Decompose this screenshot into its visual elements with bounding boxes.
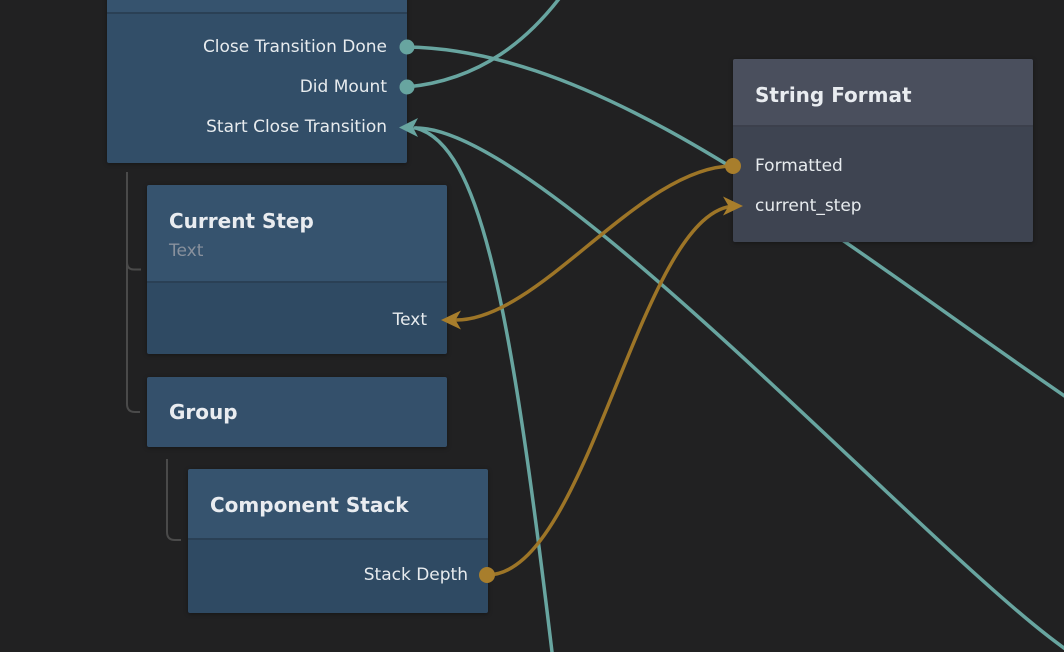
hierarchy-connector-root-current-step (126, 261, 141, 271)
node-group-title: Group (169, 400, 238, 424)
port-text[interactable]: Text (392, 310, 427, 330)
port-formatted[interactable]: Formatted (755, 156, 843, 176)
node-current-step-title: Current Step (169, 209, 314, 233)
port-did-mount[interactable]: Did Mount (299, 77, 387, 97)
node-component-stack-title: Component Stack (210, 493, 409, 517)
node-component-stack[interactable]: Component Stack Stack Depth (188, 469, 488, 613)
node-current-step[interactable]: Current Step Text Text (147, 185, 447, 354)
port-close-transition-done[interactable]: Close Transition Done (202, 37, 387, 57)
port-current-step-input[interactable]: current_step (755, 196, 862, 216)
edge-formatted-to-text[interactable] (454, 164, 735, 322)
port-stack-depth[interactable]: Stack Depth (363, 565, 468, 585)
node-string-format-body (733, 127, 1033, 242)
edge-did-mount[interactable] (405, 0, 567, 89)
node-current-step-body (147, 283, 447, 354)
hierarchy-connector-root-group (126, 172, 140, 413)
edge-start-close-transition-a[interactable] (414, 126, 554, 652)
node-string-format-title: String Format (755, 83, 912, 107)
node-group[interactable]: Group (147, 377, 447, 447)
node-transition-body (107, 14, 407, 163)
node-string-format[interactable]: String Format Formatted current_step (733, 59, 1033, 242)
edge-start-close-transition-b[interactable] (413, 126, 1064, 652)
port-start-close-transition[interactable]: Start Close Transition (206, 117, 387, 137)
node-transition-header (107, 0, 407, 14)
hierarchy-connector-group-component-stack (166, 459, 181, 541)
node-component-stack-header (188, 469, 488, 540)
node-component-stack-body (188, 540, 488, 613)
node-string-format-header (733, 59, 1033, 127)
node-current-step-subtitle: Text (169, 241, 204, 261)
node-current-step-header (147, 185, 447, 283)
edge-stack-depth-to-current-step[interactable] (485, 204, 738, 577)
node-transition[interactable]: Close Transition Done Did Mount Start Cl… (107, 0, 407, 163)
